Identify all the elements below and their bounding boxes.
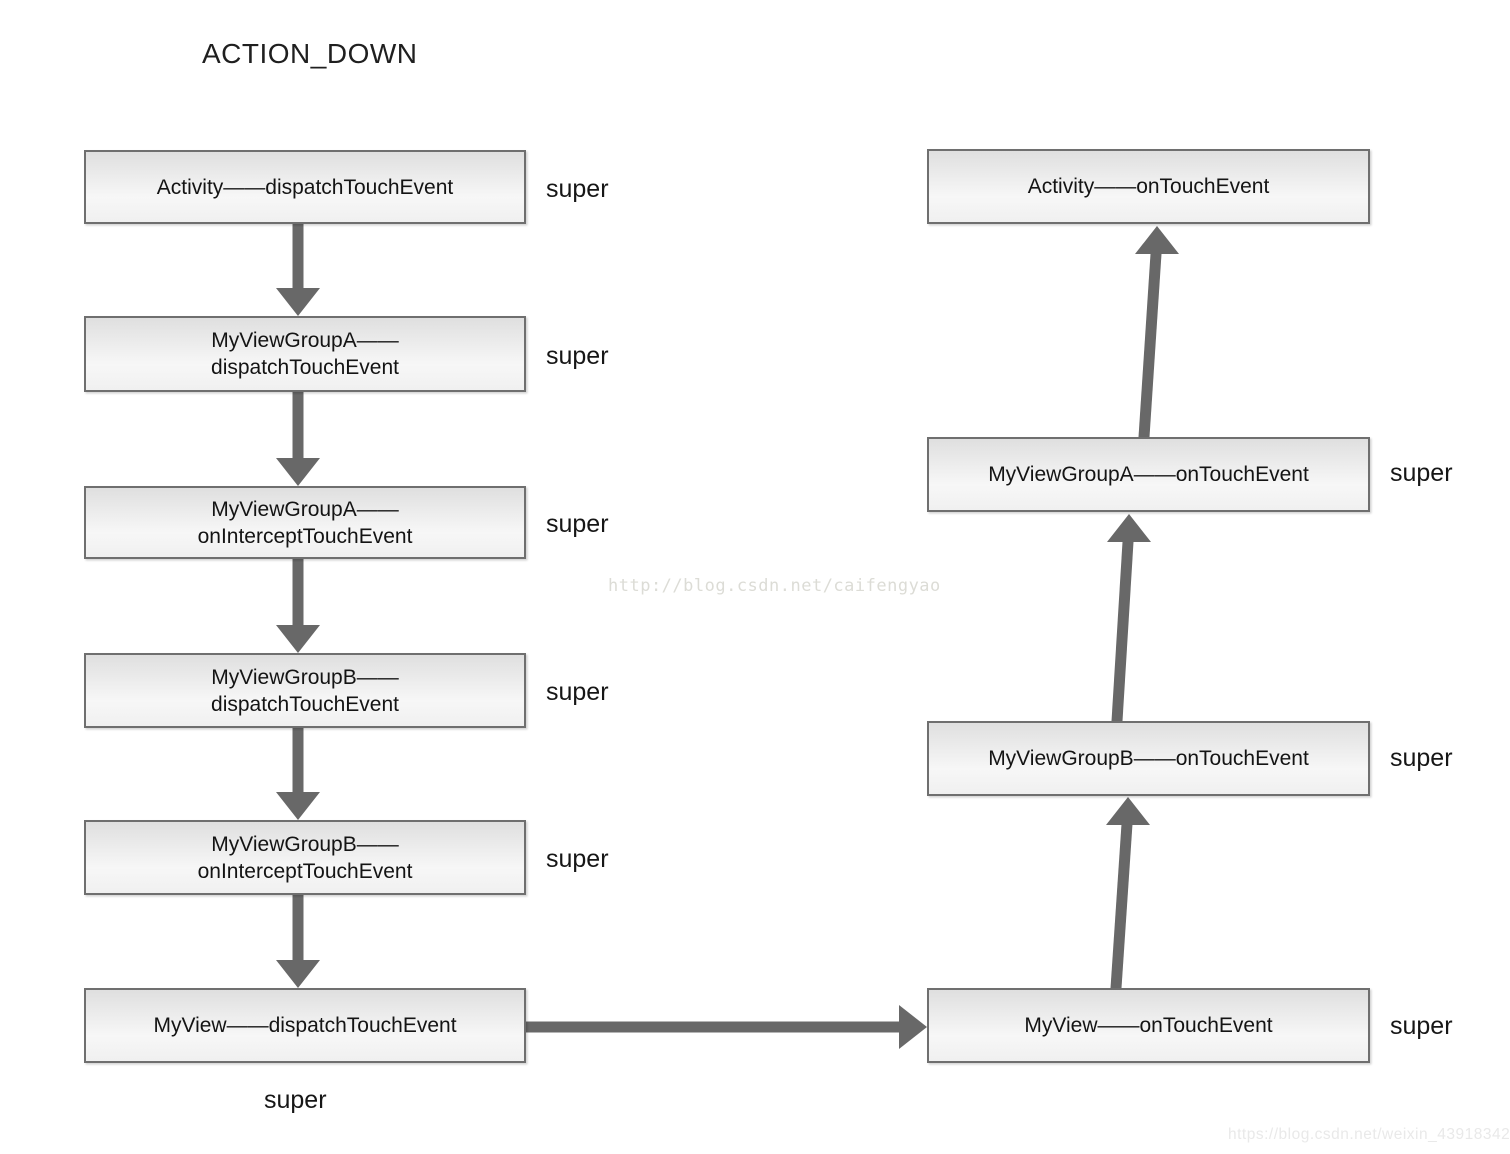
node-myview-ontouchevent: MyView——onTouchEvent — [927, 988, 1370, 1063]
node-activity-ontouchevent: Activity——onTouchEvent — [927, 149, 1370, 224]
arrow-groupA-intercept-to-groupB-dispatch — [276, 559, 320, 653]
node-label-line2: dispatchTouchEvent — [211, 692, 399, 716]
node-myviewgroupa-ontouchevent: MyViewGroupA——onTouchEvent — [927, 437, 1370, 512]
node-label: Activity——onTouchEvent — [1027, 175, 1270, 198]
watermark-corner: https://blog.csdn.net/weixin_43918342 — [1228, 1126, 1510, 1143]
node-activity-dispatchtouchevent: Activity——dispatchTouchEvent — [84, 150, 526, 224]
arrow-groupB-intercept-to-myview-dispatch — [276, 895, 320, 988]
node-label: MyView——dispatchTouchEvent — [153, 1014, 457, 1037]
node-label-line2: onInterceptTouchEvent — [197, 859, 413, 883]
node-myviewgroupb-onintercepttouchevent: MyViewGroupB—— onInterceptTouchEvent — [84, 820, 526, 895]
node-label: MyView——onTouchEvent — [1024, 1014, 1273, 1037]
node-label: MyViewGroupA——onTouchEvent — [988, 463, 1309, 486]
super-label-groupb-dispatch: super — [546, 678, 609, 706]
super-label-groupa-dispatch: super — [546, 342, 609, 370]
node-label: MyViewGroupB—— — [211, 832, 399, 856]
arrow-activity-dispatch-to-groupA-dispatch — [276, 224, 320, 316]
arrow-groupA-dispatch-to-groupA-intercept — [276, 392, 320, 486]
super-label-groupb-ontouch: super — [1390, 744, 1453, 772]
super-label-groupa-ontouch: super — [1390, 459, 1453, 487]
node-label: MyViewGroupB—— — [211, 665, 399, 689]
super-label-groupa-intercept: super — [546, 510, 609, 538]
node-label: MyViewGroupA—— — [211, 329, 399, 352]
arrow-groupA-ontouch-to-activity-ontouch — [1135, 226, 1179, 437]
node-myview-dispatchtouchevent: MyView——dispatchTouchEvent — [84, 988, 526, 1063]
node-myviewgroupb-dispatchtouchevent: MyViewGroupB—— dispatchTouchEvent — [84, 653, 526, 728]
super-label-myview-ontouch: super — [1390, 1012, 1453, 1040]
super-label-myview-dispatch: super — [264, 1086, 327, 1114]
arrow-myview-dispatch-to-myview-ontouch — [526, 1005, 927, 1049]
watermark-center: http://blog.csdn.net/caifengyao — [608, 576, 941, 596]
arrow-groupB-ontouch-to-groupA-ontouch — [1107, 514, 1151, 721]
super-label-groupb-intercept: super — [546, 845, 609, 873]
super-label-activity-dispatch: super — [546, 175, 609, 203]
node-label: Activity——dispatchTouchEvent — [156, 175, 454, 199]
node-myviewgroupa-onintercepttouchevent: MyViewGroupA—— onInterceptTouchEvent — [84, 486, 526, 559]
node-label-line2: dispatchTouchEvent — [211, 356, 399, 379]
diagram-title: ACTION_DOWN — [202, 38, 418, 69]
arrow-myview-ontouch-to-groupB-ontouch — [1106, 797, 1150, 988]
node-label-line2: onInterceptTouchEvent — [197, 524, 413, 548]
arrow-groupB-dispatch-to-groupB-intercept — [276, 728, 320, 820]
node-myviewgroupa-dispatchtouchevent: MyViewGroupA—— dispatchTouchEvent — [84, 316, 526, 392]
node-myviewgroupb-ontouchevent: MyViewGroupB——onTouchEvent — [927, 721, 1370, 796]
node-label: MyViewGroupB——onTouchEvent — [988, 747, 1309, 770]
node-label: MyViewGroupA—— — [211, 497, 399, 521]
